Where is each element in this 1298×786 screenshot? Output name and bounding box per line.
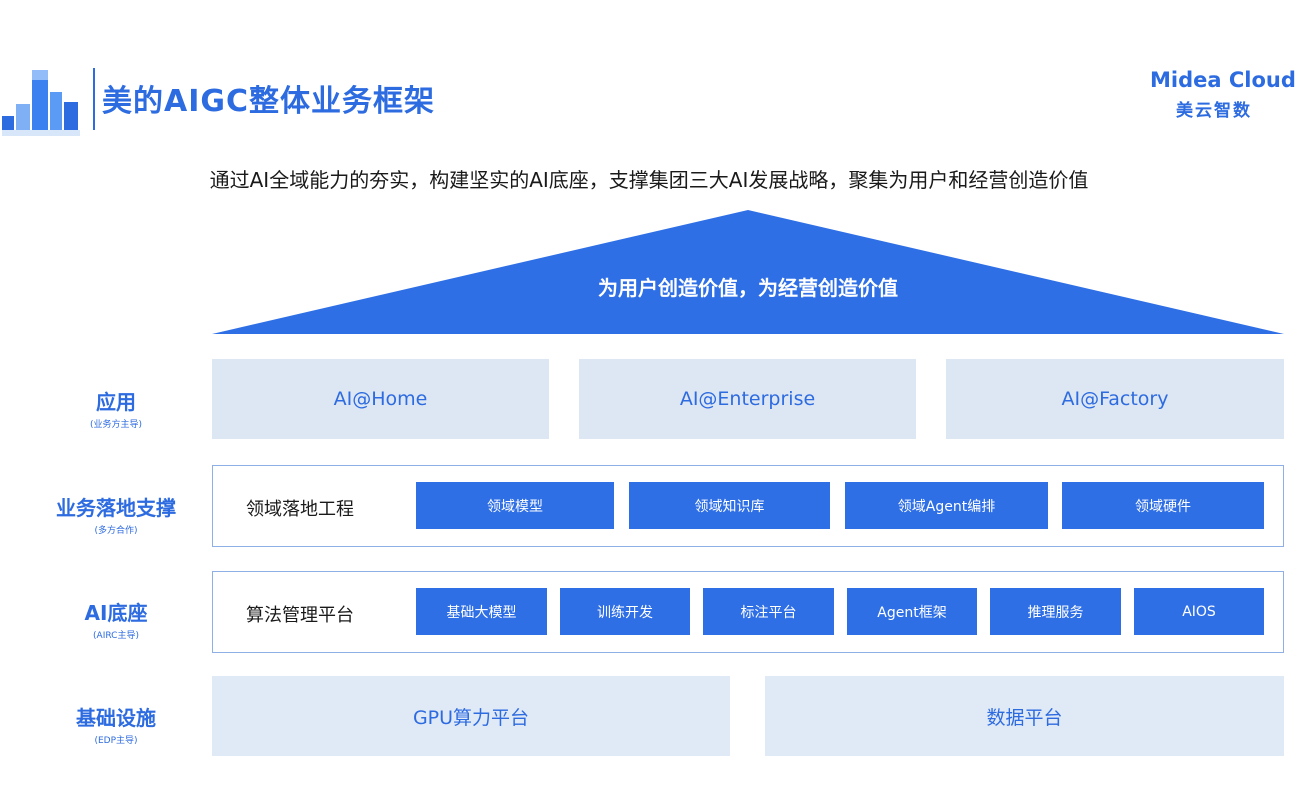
page-title: 美的AIGC整体业务框架 xyxy=(102,84,436,119)
chip-labeling: 标注平台 xyxy=(703,588,834,635)
chip-domain-knowledge: 领域知识库 xyxy=(629,482,830,529)
row-subtitle: (AIRC主导) xyxy=(93,631,139,641)
chip-agent-framework: Agent框架 xyxy=(847,588,977,635)
app-box-enterprise: AI@Enterprise xyxy=(579,359,916,439)
row-subtitle: (多方合作) xyxy=(94,526,138,536)
row-title: 业务落地支撑 xyxy=(56,496,176,520)
roof-text: 为用户创造价值，为经营创造价值 xyxy=(598,276,898,300)
chip-domain-model: 领域模型 xyxy=(416,482,614,529)
subtitle: 通过AI全域能力的夯实，构建坚实的AI底座，支撑集团三大AI发展战略，聚集为用户… xyxy=(209,168,1089,192)
chip-domain-agent: 领域Agent编排 xyxy=(845,482,1048,529)
app-box-home: AI@Home xyxy=(212,359,549,439)
app-box-factory: AI@Factory xyxy=(946,359,1284,439)
chip-training: 训练开发 xyxy=(560,588,690,635)
frame-label: 领域落地工程 xyxy=(246,499,354,520)
title-divider xyxy=(93,68,95,130)
infra-data-platform: 数据平台 xyxy=(765,676,1284,756)
row-label-business: 业务落地支撑 (多方合作) xyxy=(30,492,202,536)
value-roof xyxy=(212,210,1284,338)
brand-logo-cn: 美云智数 xyxy=(1176,101,1252,121)
row-title: 应用 xyxy=(96,390,136,414)
chip-inference: 推理服务 xyxy=(990,588,1121,635)
row-title: 基础设施 xyxy=(76,706,156,730)
row-label-infra: 基础设施 (EDP主导) xyxy=(30,702,202,746)
brand-logo-text: Midea Cloud xyxy=(1150,68,1296,92)
row-label-ai-base: AI底座 (AIRC主导) xyxy=(30,597,202,641)
chip-aios: AIOS xyxy=(1134,588,1264,635)
infra-gpu-platform: GPU算力平台 xyxy=(212,676,730,756)
building-logo-icon xyxy=(2,64,82,148)
frame-label: 算法管理平台 xyxy=(246,605,354,626)
row-subtitle: (业务方主导) xyxy=(89,420,143,430)
row-title: AI底座 xyxy=(84,601,148,625)
row-label-application: 应用 (业务方主导) xyxy=(30,386,202,430)
chip-domain-hardware: 领域硬件 xyxy=(1062,482,1264,529)
chip-base-model: 基础大模型 xyxy=(416,588,547,635)
row-subtitle: (EDP主导) xyxy=(94,736,138,746)
